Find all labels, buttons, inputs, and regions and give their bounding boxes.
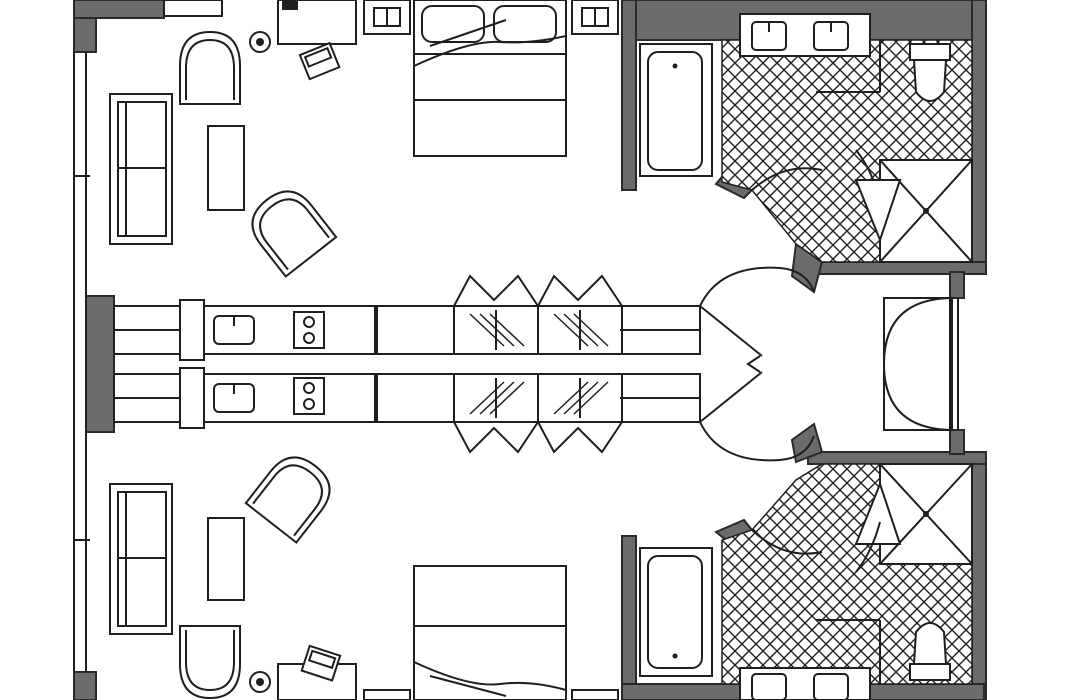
door-leaf-lower xyxy=(699,371,763,423)
nightstand-upper-right xyxy=(571,0,619,35)
cooktop-lower xyxy=(293,377,325,415)
nightstand-upper-left xyxy=(363,0,411,35)
wall-corridor-stub-lower xyxy=(949,429,965,455)
entry-doors xyxy=(699,266,959,462)
shower-door-lower xyxy=(854,481,902,545)
shelf-upper xyxy=(163,0,223,17)
lamp-icon xyxy=(256,38,264,46)
guest-room-upper xyxy=(109,0,619,278)
door-swing-bath-upper xyxy=(751,167,823,191)
central-closet-strip xyxy=(113,274,701,454)
wardrobe-lower-2 xyxy=(537,373,623,454)
corridor-door-swing-lower xyxy=(883,363,951,431)
corridor-door-swing-upper xyxy=(883,297,951,365)
wall-top-left xyxy=(73,0,165,19)
toilet-upper xyxy=(909,43,951,102)
wall-column-bottom-left xyxy=(73,671,97,700)
wall-bath-upper-right xyxy=(971,0,987,273)
wall-partition-column xyxy=(85,295,115,433)
bed-lower xyxy=(413,565,567,700)
door-swing-bath-lower xyxy=(751,529,823,555)
armchair-upper-top xyxy=(179,30,241,105)
armchair-upper-angled xyxy=(251,190,338,278)
bathtub-upper xyxy=(639,43,713,177)
desk-chair-upper xyxy=(298,41,341,81)
exterior-walls xyxy=(73,0,987,700)
wall-bath-lower-left xyxy=(621,535,637,700)
bathroom-lower xyxy=(639,463,973,700)
toilet-lower xyxy=(909,622,951,681)
sink-minibar-upper xyxy=(213,315,255,345)
wall-bath-upper-left xyxy=(621,0,637,191)
closet-strip-lower xyxy=(113,373,701,423)
nightstand-lower-right xyxy=(571,689,619,700)
shower-upper xyxy=(879,159,973,263)
corridor-door-frame xyxy=(883,297,953,431)
bathroom-upper xyxy=(639,13,973,263)
cabinet-end-lower xyxy=(179,367,205,429)
vanity-upper xyxy=(739,13,871,57)
door-swing-entry-lower xyxy=(699,421,815,462)
bathtub-lower xyxy=(639,547,713,677)
armchair-lower-angled xyxy=(244,456,331,544)
guest-room-lower xyxy=(109,456,619,700)
desk-phone-icon xyxy=(282,0,298,10)
desk-chair-lower xyxy=(300,644,342,682)
wall-corridor-stub-upper xyxy=(949,271,965,299)
door-swing-entry-upper xyxy=(699,266,815,307)
sink-minibar-lower xyxy=(213,383,255,413)
vanity-lower xyxy=(739,667,871,700)
shower-lower xyxy=(879,463,973,565)
coffee-table-lower xyxy=(207,517,245,601)
wall-angled-lower xyxy=(790,422,824,464)
wall-bath-lower-right xyxy=(971,451,987,700)
armchair-lower-bottom xyxy=(179,625,241,700)
nightstand-lower-left xyxy=(363,689,411,700)
lamp-icon xyxy=(256,678,264,686)
coffee-table-upper xyxy=(207,125,245,211)
shower-door-upper xyxy=(854,179,902,243)
cabinet-end-upper xyxy=(179,299,205,361)
sofa-upper xyxy=(109,93,173,245)
wardrobe-upper-2 xyxy=(537,274,623,355)
cooktop-upper xyxy=(293,311,325,349)
door-stop-upper xyxy=(746,355,761,373)
bed-upper xyxy=(413,0,567,157)
door-leaf-upper xyxy=(699,305,763,357)
door-swing-shower-lower xyxy=(855,521,881,573)
sofa-lower xyxy=(109,483,173,635)
